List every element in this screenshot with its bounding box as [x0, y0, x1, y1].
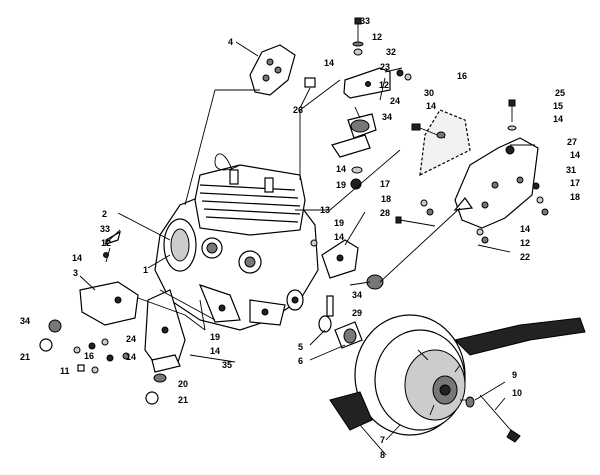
callout-14: 14	[334, 232, 344, 242]
callout-12: 12	[101, 238, 111, 248]
callout-27: 27	[567, 137, 577, 147]
callout-17: 17	[380, 179, 390, 189]
callout-12: 12	[379, 80, 389, 90]
callout-14: 14	[336, 164, 346, 174]
callout-26: 26	[293, 105, 303, 115]
callout-25: 25	[555, 88, 565, 98]
callout-12: 12	[372, 32, 382, 42]
callout-28: 28	[380, 208, 390, 218]
callout-17: 17	[570, 178, 580, 188]
callout-33: 33	[360, 16, 370, 26]
callout-20: 20	[178, 379, 188, 389]
callout-14: 14	[126, 352, 136, 362]
callout-10: 10	[512, 388, 522, 398]
callout-2: 2	[102, 209, 107, 219]
callout-29: 29	[352, 308, 362, 318]
callout-21: 21	[20, 352, 30, 362]
callout-4: 4	[228, 37, 233, 47]
callout-14: 14	[324, 58, 334, 68]
part-4-shroud	[249, 44, 316, 96]
callout-19: 19	[334, 218, 344, 228]
callout-34: 34	[20, 316, 30, 326]
part-13-center-bracket	[310, 239, 384, 317]
callout-1: 1	[143, 265, 148, 275]
callout-7: 7	[380, 435, 385, 445]
callout-34: 34	[352, 290, 362, 300]
callout-19: 19	[210, 332, 220, 342]
callout-14: 14	[72, 253, 82, 263]
leader-lines	[79, 41, 535, 456]
callout-34: 34	[382, 112, 392, 122]
part-3-front-bracket	[39, 230, 139, 352]
callout-14: 14	[210, 346, 220, 356]
callout-11: 11	[60, 366, 70, 376]
part-35-lower-bracket	[73, 289, 186, 405]
callout-15: 15	[553, 101, 563, 111]
callout-35: 35	[222, 360, 232, 370]
callout-18: 18	[570, 192, 580, 202]
callout-3: 3	[73, 268, 78, 278]
callout-24: 24	[126, 334, 136, 344]
engine-assembly	[154, 153, 319, 331]
callout-16: 16	[84, 351, 94, 361]
callout-5: 5	[298, 342, 303, 352]
callout-19: 19	[336, 180, 346, 190]
callout-6: 6	[298, 356, 303, 366]
callout-14: 14	[520, 224, 530, 234]
callout-18: 18	[381, 194, 391, 204]
callout-31: 31	[566, 165, 576, 175]
part-8-drive-belt	[329, 317, 586, 431]
callout-30: 30	[424, 88, 434, 98]
callout-24: 24	[390, 96, 400, 106]
callout-14: 14	[553, 114, 563, 124]
callout-12: 12	[520, 238, 530, 248]
part-23-mount-plate	[331, 17, 412, 190]
callout-32: 32	[386, 47, 396, 57]
part-7-drive-clutch	[354, 314, 521, 443]
callout-23: 23	[380, 62, 390, 72]
callout-14: 14	[570, 150, 580, 160]
callout-16: 16	[457, 71, 467, 81]
callout-13: 13	[320, 205, 330, 215]
callout-21: 21	[178, 395, 188, 405]
callout-33: 33	[100, 224, 110, 234]
callout-22: 22	[520, 252, 530, 262]
callout-14: 14	[426, 101, 436, 111]
callout-labels: 33 12 4 14 32 23 16 12 30 25 24 14 15 26…	[20, 16, 580, 460]
callout-9: 9	[512, 370, 517, 380]
callout-8: 8	[380, 450, 385, 460]
part-5-6-coupler	[318, 315, 363, 349]
